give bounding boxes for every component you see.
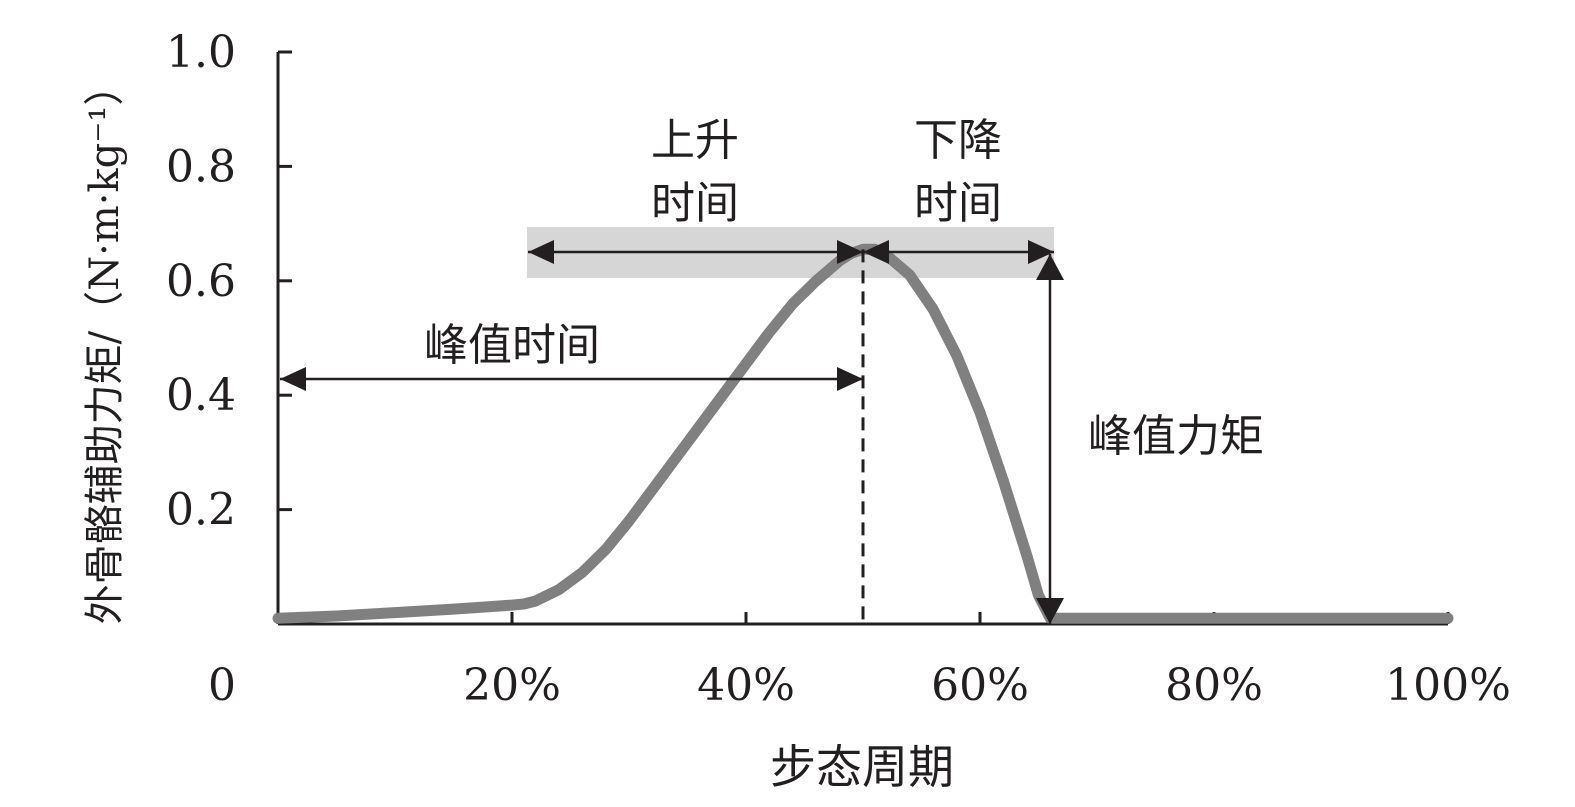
x-tick-label: 20% <box>463 660 561 711</box>
peak-torque-arrow-head-bottom <box>1036 598 1064 624</box>
x-tick-label: 100% <box>1385 660 1511 711</box>
rise-time-arrow-head-left <box>528 240 554 264</box>
annotation-fall-time-line1: 下降 <box>914 115 1002 166</box>
x-axis-label: 步态周期 <box>770 740 954 794</box>
peak-time-arrow-head-left <box>280 367 306 391</box>
x-tick-label: 60% <box>931 660 1029 711</box>
annotation-rise-time-line2: 时间 <box>651 178 739 229</box>
rise-time-arrow-head-right <box>837 240 863 264</box>
peak-torque-arrow-head-top <box>1036 254 1064 280</box>
origin-label: 0 <box>208 660 236 711</box>
y-tick-label: 0.4 <box>166 370 236 421</box>
y-tick-label: 0.2 <box>166 485 236 536</box>
y-tick-label: 1.0 <box>166 27 236 78</box>
fall-time-arrow-head-right <box>1028 240 1054 264</box>
torque-curve <box>272 243 1454 624</box>
y-tick-label: 0.8 <box>166 141 236 192</box>
fall-time-arrow-head-left <box>863 240 889 264</box>
peak-time-arrow-head-right <box>837 367 863 391</box>
annotation-peak-time: 峰值时间 <box>424 320 600 371</box>
y-axis-label: 外骨骼辅助力矩/（N·m·kg⁻¹） <box>82 66 128 625</box>
annotation-rise-time-line1: 上升 <box>651 115 739 166</box>
x-tick-label: 40% <box>697 660 795 711</box>
y-tick-label: 0.6 <box>166 256 236 307</box>
annotation-fall-time-line2: 时间 <box>914 178 1002 229</box>
annotation-peak-torque: 峰值力矩 <box>1088 411 1264 462</box>
x-tick-label: 80% <box>1165 660 1263 711</box>
